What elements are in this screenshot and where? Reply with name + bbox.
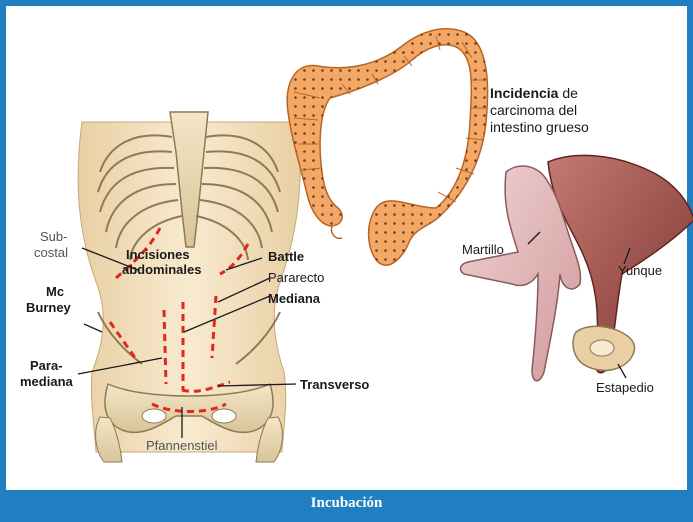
label-subcostal-line2: costal [34, 245, 68, 260]
label-incisiones-line2: abdominales [122, 262, 201, 277]
torso-figure [78, 112, 300, 462]
label-mcburney-line1: Mc [46, 284, 64, 299]
label-mediana: Mediana [268, 291, 321, 306]
figure-caption: Incubación [6, 490, 687, 516]
label-mcburney-line2: Burney [26, 300, 72, 315]
label-incidencia-bold: Incidencia [490, 85, 559, 101]
label-estapedio: Estapedio [596, 380, 654, 395]
label-incidencia-line1: Incidencia de [490, 85, 578, 101]
label-pfannenstiel: Pfannenstiel [146, 438, 218, 453]
colon-figure [287, 29, 487, 265]
label-yunque: Yunque [618, 263, 662, 278]
label-incidencia-rest: de [558, 85, 578, 101]
label-intestino: intestino grueso [490, 119, 589, 135]
label-martillo: Martillo [462, 242, 504, 257]
anatomy-illustration: Sub- costal Incisiones abdominales Mc Bu… [12, 12, 693, 502]
label-paramediana-line2: mediana [20, 374, 74, 389]
label-incisiones-line1: Incisiones [126, 247, 190, 262]
label-carcinoma: carcinoma del [490, 102, 577, 118]
label-battle: Battle [268, 249, 304, 264]
label-transverso: Transverso [300, 377, 369, 392]
label-pararecto: Pararecto [268, 270, 324, 285]
label-subcostal-line1: Sub- [40, 229, 67, 244]
label-paramediana-line1: Para- [30, 358, 63, 373]
